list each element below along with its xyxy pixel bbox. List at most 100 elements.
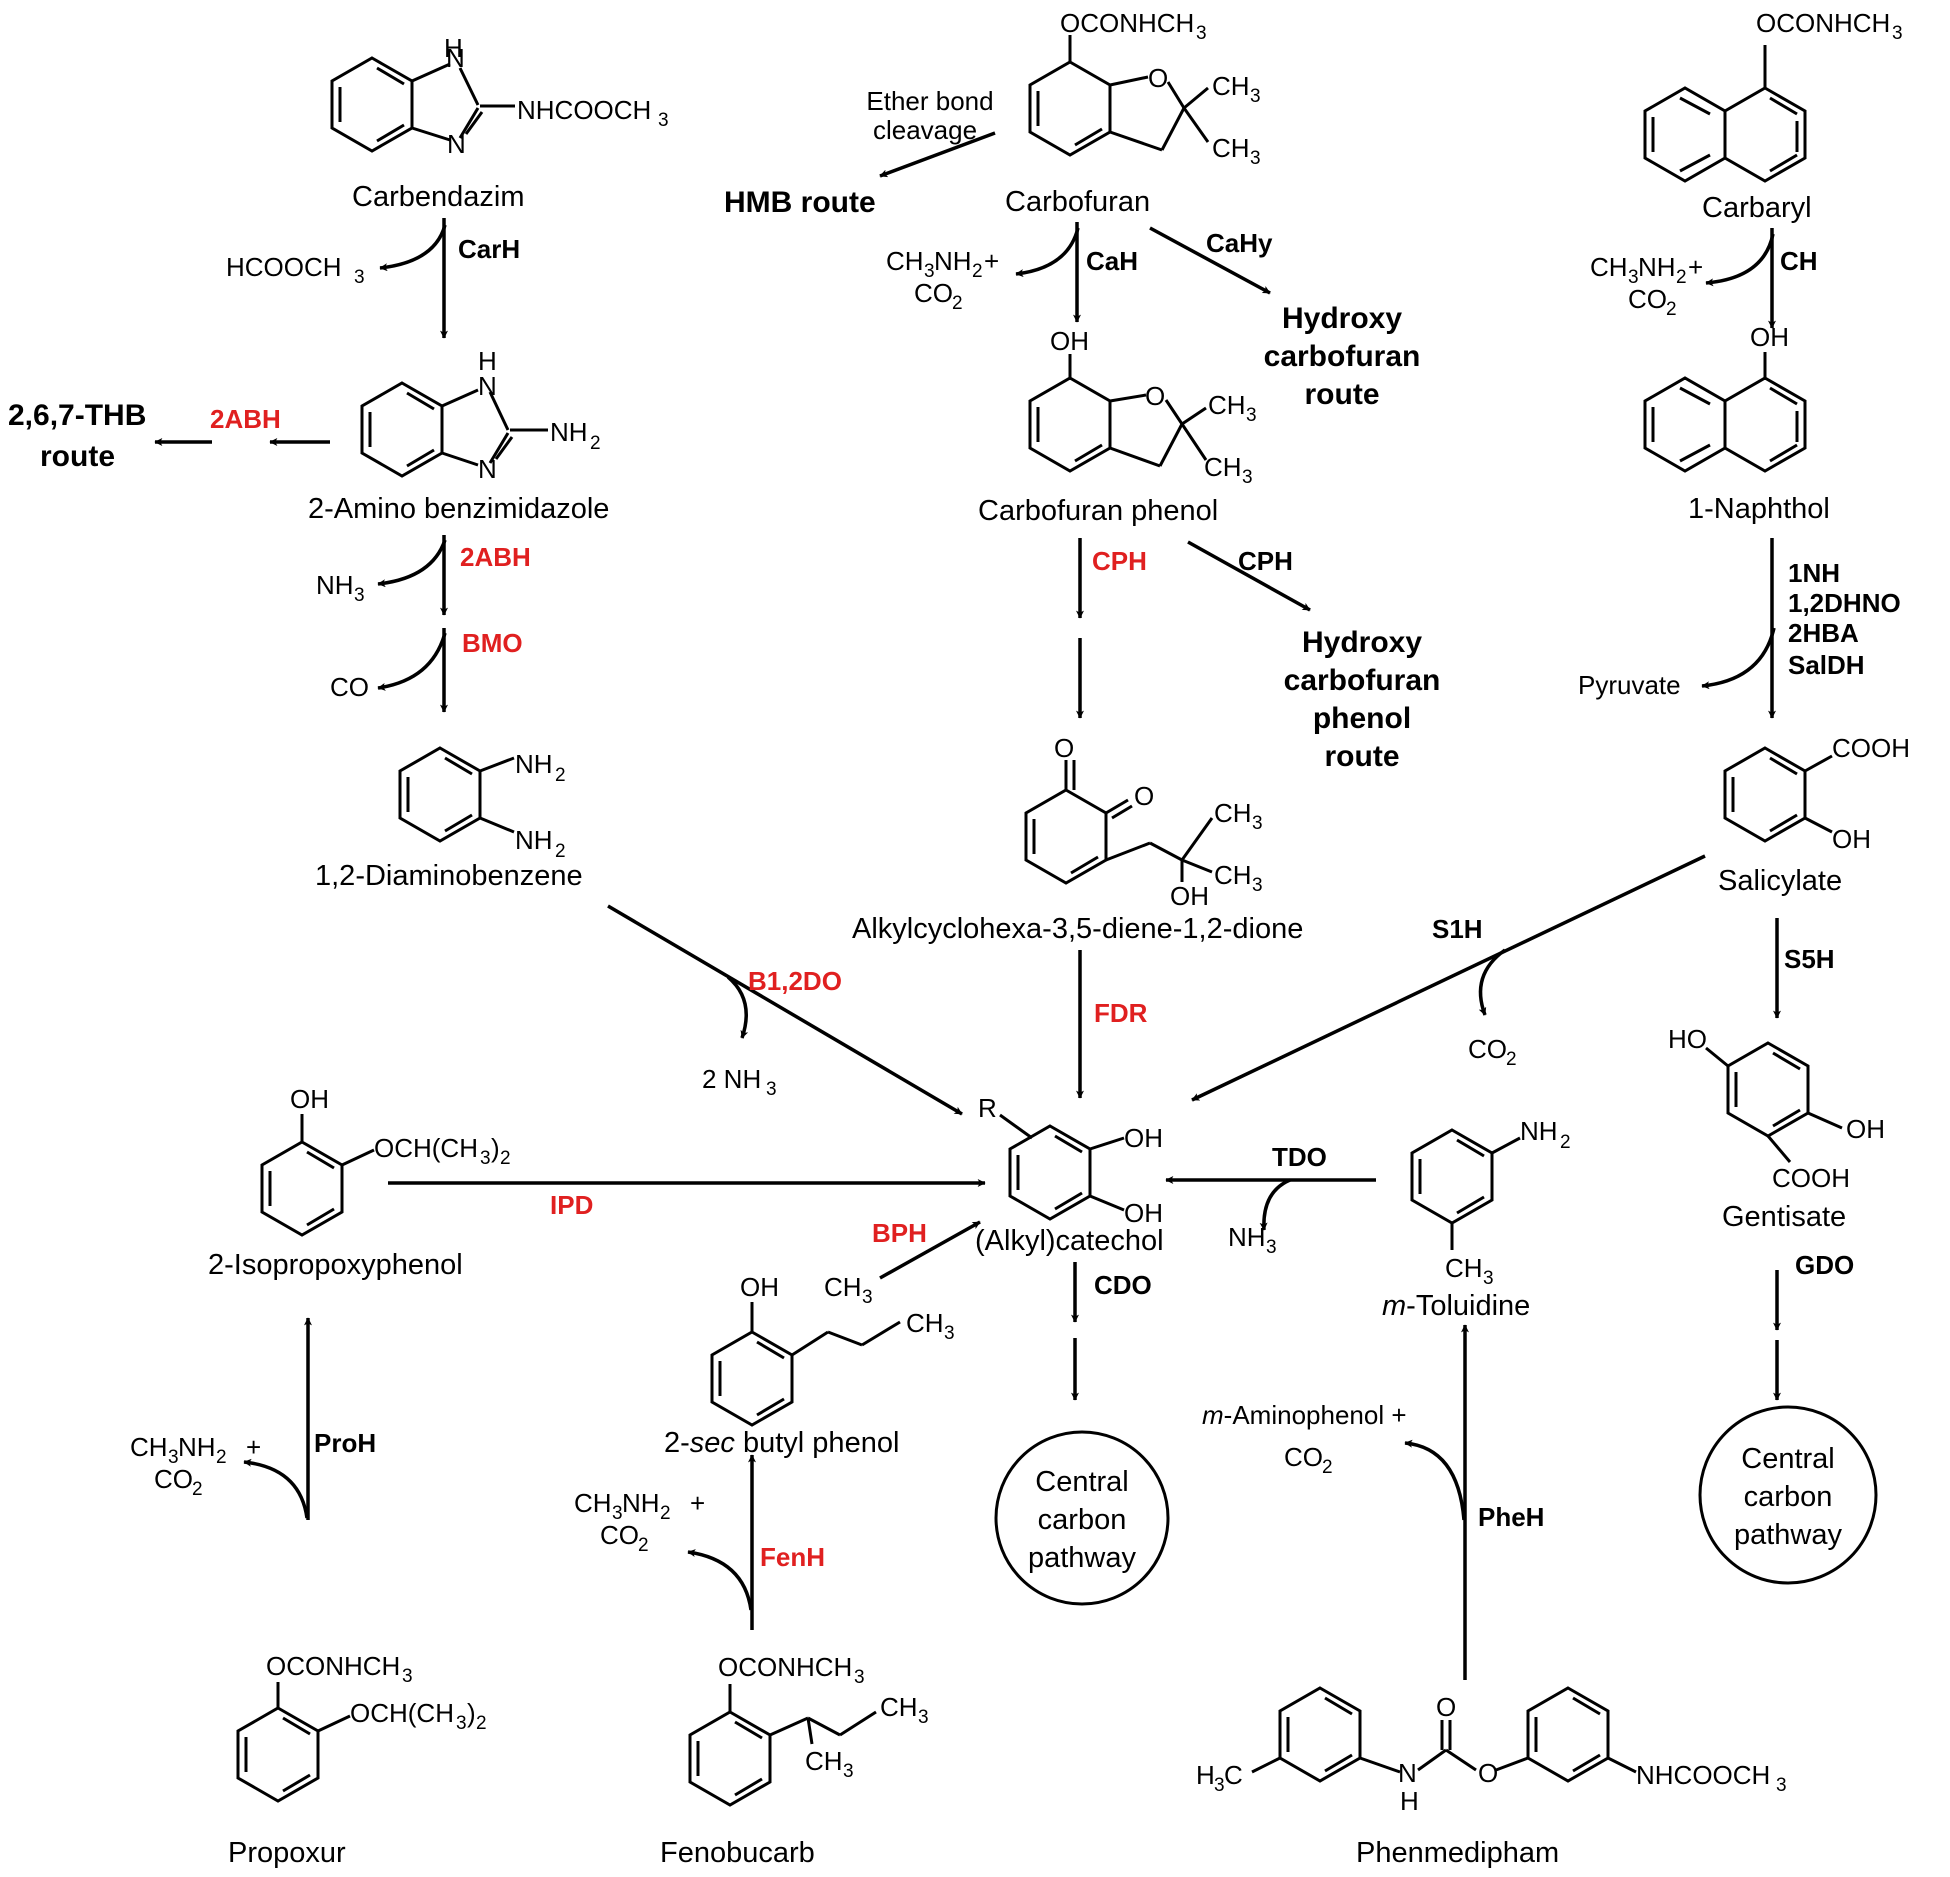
svg-text:CH: CH bbox=[130, 1432, 168, 1462]
label-isopropoxyphenol: 2-Isopropoxyphenol bbox=[208, 1249, 463, 1281]
svg-text:N: N bbox=[446, 43, 465, 73]
svg-text:3: 3 bbox=[1266, 1237, 1277, 1258]
svg-text:2: 2 bbox=[476, 1713, 487, 1734]
svg-text:2: 2 bbox=[972, 261, 983, 282]
svg-text:NH: NH bbox=[178, 1432, 216, 1462]
route-hmb: HMB route bbox=[724, 186, 876, 219]
svg-text:CO: CO bbox=[1468, 1034, 1507, 1064]
svg-text:3: 3 bbox=[1250, 86, 1261, 107]
route-hydroxy-cfp-line1: Hydroxy bbox=[1302, 626, 1422, 659]
svg-text:OH: OH bbox=[1750, 322, 1789, 352]
enzyme-cph-red: CPH bbox=[1092, 546, 1147, 576]
svg-text:H: H bbox=[478, 346, 497, 376]
svg-text:CH: CH bbox=[574, 1488, 612, 1518]
svg-text:3: 3 bbox=[862, 1287, 873, 1308]
svg-text:OH: OH bbox=[290, 1084, 329, 1114]
enzyme-proh: ProH bbox=[314, 1428, 376, 1458]
svg-text:O: O bbox=[1054, 733, 1074, 763]
svg-text:2: 2 bbox=[500, 1148, 511, 1169]
svg-text:NH: NH bbox=[1520, 1116, 1558, 1146]
svg-text:H: H bbox=[1400, 1786, 1419, 1816]
svg-text:CO: CO bbox=[330, 672, 369, 702]
enzyme-s1h: S1H bbox=[1432, 914, 1483, 944]
svg-text:O: O bbox=[1145, 381, 1165, 411]
enzyme-fdr: FDR bbox=[1094, 998, 1148, 1028]
svg-text:CH: CH bbox=[880, 1692, 918, 1722]
label-salicylate: Salicylate bbox=[1718, 865, 1842, 897]
svg-text:NH: NH bbox=[1638, 252, 1676, 282]
label-carbofuran-phenol: Carbofuran phenol bbox=[978, 495, 1218, 527]
catechol-structure: R OH OH bbox=[978, 1093, 1163, 1228]
enzyme-1nh: 1NH bbox=[1788, 558, 1840, 588]
svg-text:OH: OH bbox=[1170, 881, 1209, 911]
svg-text:3: 3 bbox=[480, 1148, 491, 1169]
svg-text:+: + bbox=[1688, 252, 1703, 282]
enzyme-cahy: CaHy bbox=[1206, 228, 1273, 258]
svg-text:NH: NH bbox=[515, 825, 553, 855]
enzyme-fenh: FenH bbox=[760, 1542, 825, 1572]
svg-text:R: R bbox=[978, 1093, 997, 1123]
svg-text:CO: CO bbox=[1628, 284, 1667, 314]
label-propoxur: Propoxur bbox=[228, 1837, 346, 1869]
svg-text:3: 3 bbox=[1628, 267, 1639, 288]
svg-text:): ) bbox=[491, 1133, 500, 1163]
svg-text:CO: CO bbox=[1284, 1442, 1323, 1472]
svg-text:+: + bbox=[690, 1488, 705, 1518]
label-carbendazim: Carbendazim bbox=[352, 181, 524, 213]
svg-text:2: 2 bbox=[555, 841, 566, 862]
gentisate-structure: HO OH COOH bbox=[1668, 1024, 1885, 1193]
svg-text:OCONHCH: OCONHCH bbox=[266, 1651, 400, 1681]
route-hydroxy-carbofuran-line2: carbofuran bbox=[1264, 340, 1421, 373]
enzyme-cdo: CDO bbox=[1094, 1270, 1152, 1300]
svg-text:OH: OH bbox=[1832, 824, 1871, 854]
svg-text:CH: CH bbox=[1590, 252, 1628, 282]
svg-text:3: 3 bbox=[168, 1447, 179, 1468]
route-hydroxy-cfp-line2: carbofuran bbox=[1284, 664, 1441, 697]
svg-text:CO: CO bbox=[600, 1520, 639, 1550]
svg-text:3: 3 bbox=[766, 1079, 777, 1100]
svg-text:2: 2 bbox=[1666, 299, 1677, 320]
svg-text:NH: NH bbox=[622, 1488, 660, 1518]
svg-text:O: O bbox=[1134, 781, 1154, 811]
route-hydroxy-cfp-line3: phenol bbox=[1313, 702, 1411, 735]
svg-text:3: 3 bbox=[918, 1707, 929, 1728]
central-1-line1: Central bbox=[1035, 1466, 1129, 1498]
svg-text:N: N bbox=[478, 454, 497, 484]
svg-text:3: 3 bbox=[1252, 875, 1263, 896]
label-phenmedipham: Phenmedipham bbox=[1356, 1837, 1559, 1869]
reaction-arrows bbox=[154, 131, 1781, 1680]
svg-text:3: 3 bbox=[1196, 23, 1207, 44]
svg-text:2: 2 bbox=[638, 1535, 649, 1556]
svg-text:OH: OH bbox=[1846, 1114, 1885, 1144]
enzyme-saldh: SalDH bbox=[1788, 650, 1865, 680]
svg-text:3: 3 bbox=[402, 1666, 413, 1687]
svg-text:3: 3 bbox=[1892, 23, 1903, 44]
svg-text:N: N bbox=[447, 129, 466, 159]
label-naphthol: 1-Naphthol bbox=[1688, 493, 1830, 525]
svg-text:CH: CH bbox=[1445, 1253, 1483, 1283]
svg-text:COOH: COOH bbox=[1832, 733, 1910, 763]
svg-text:OCH(CH: OCH(CH bbox=[374, 1133, 478, 1163]
svg-text:NH: NH bbox=[316, 570, 354, 600]
svg-text:OH: OH bbox=[1124, 1123, 1163, 1153]
svg-text:CO: CO bbox=[154, 1464, 193, 1494]
svg-text:): ) bbox=[467, 1698, 476, 1728]
enzyme-pheh: PheH bbox=[1478, 1502, 1544, 1532]
svg-text:OCONHCH: OCONHCH bbox=[1060, 8, 1194, 38]
svg-text:2: 2 bbox=[1560, 1132, 1571, 1153]
svg-text:3: 3 bbox=[354, 585, 365, 606]
svg-text:+: + bbox=[984, 246, 999, 276]
label-gentisate: Gentisate bbox=[1722, 1201, 1846, 1233]
svg-text:CH: CH bbox=[805, 1746, 843, 1776]
svg-text:HO: HO bbox=[1668, 1024, 1707, 1054]
svg-text:NH: NH bbox=[515, 749, 553, 779]
svg-text:3: 3 bbox=[1242, 467, 1253, 488]
